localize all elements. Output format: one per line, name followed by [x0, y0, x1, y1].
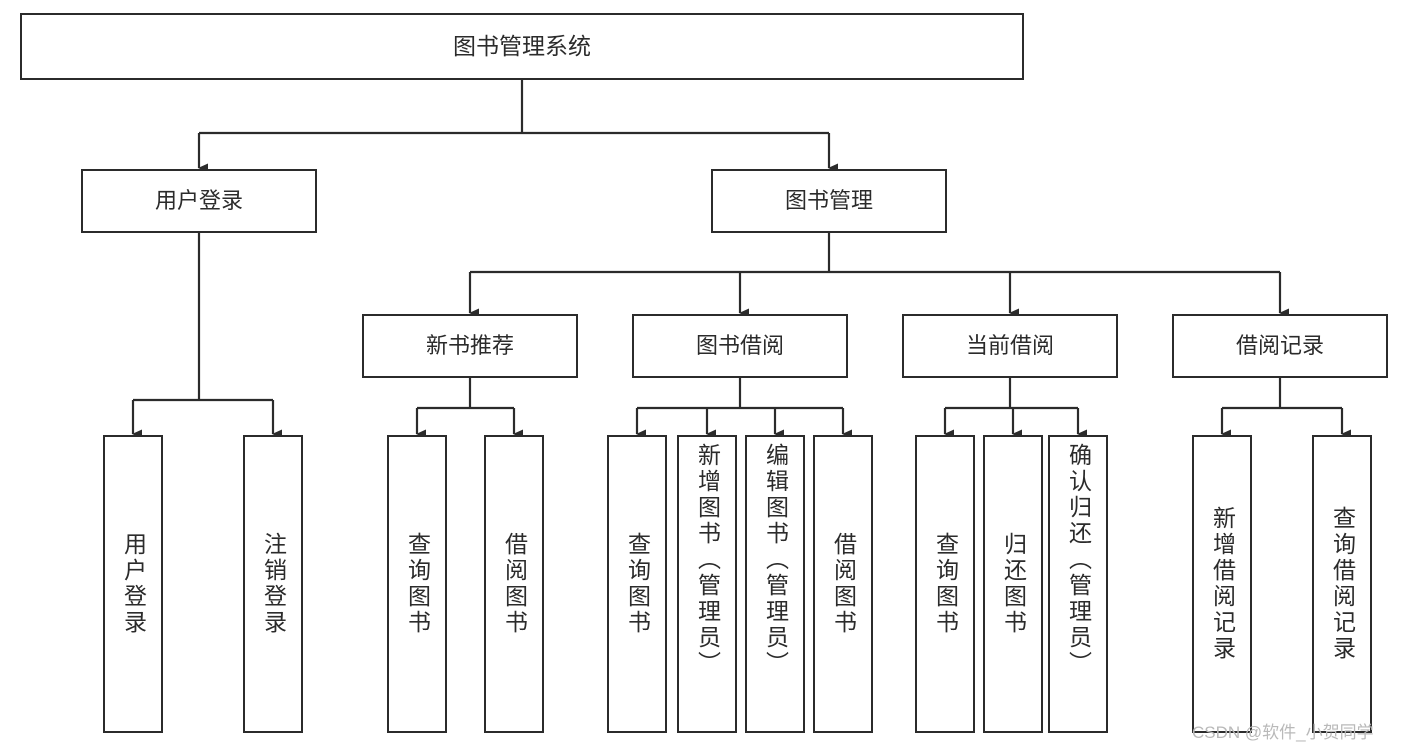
node-leaf-user-logout[interactable]: 注销登录 [243, 435, 303, 733]
node-label: 新增借阅记录 [1209, 506, 1236, 662]
node-label: 图书管理 [784, 188, 873, 214]
node-leaf-cur-return[interactable]: 归还图书 [983, 435, 1043, 733]
node-label: 借阅图书 [501, 532, 528, 636]
node-label: 查询借阅记录 [1329, 506, 1356, 662]
node-leaf-nb-query[interactable]: 查询图书 [387, 435, 447, 733]
node-label: 图书管理系统 [453, 32, 591, 59]
node-label: 用户登录 [120, 532, 147, 636]
node-label: 注销登录 [260, 532, 287, 636]
node-leaf-cur-confirm[interactable]: 确认归还（管理员） [1048, 435, 1108, 733]
node-label: 归还图书 [1000, 532, 1027, 636]
node-leaf-bo-lend[interactable]: 借阅图书 [813, 435, 873, 733]
node-leaf-rec-add[interactable]: 新增借阅记录 [1192, 435, 1252, 733]
node-label: 编辑图书（管理员） [762, 443, 789, 677]
node-root[interactable]: 图书管理系统 [20, 13, 1024, 80]
node-label: 用户登录 [154, 188, 243, 214]
connector-lines [131, 80, 1351, 439]
node-label: 图书借阅 [695, 333, 784, 359]
node-leaf-cur-query[interactable]: 查询图书 [915, 435, 975, 733]
node-newbook[interactable]: 新书推荐 [362, 314, 578, 378]
node-login[interactable]: 用户登录 [81, 169, 317, 233]
csdn-watermark: CSDN @软件_小贺同学 [1192, 723, 1374, 742]
node-label: 确认归还（管理员） [1065, 443, 1092, 677]
node-bookmgmt[interactable]: 图书管理 [711, 169, 947, 233]
node-borrow[interactable]: 图书借阅 [632, 314, 848, 378]
node-leaf-rec-query[interactable]: 查询借阅记录 [1312, 435, 1372, 733]
node-records[interactable]: 借阅记录 [1172, 314, 1388, 378]
node-label: 新增图书（管理员） [694, 443, 721, 677]
node-leaf-bo-query[interactable]: 查询图书 [607, 435, 667, 733]
node-leaf-bo-edit[interactable]: 编辑图书（管理员） [745, 435, 805, 733]
node-current[interactable]: 当前借阅 [902, 314, 1118, 378]
node-leaf-user-login[interactable]: 用户登录 [103, 435, 163, 733]
node-label: 借阅图书 [830, 532, 857, 636]
node-label: 查询图书 [624, 532, 651, 636]
node-leaf-bo-add[interactable]: 新增图书（管理员） [677, 435, 737, 733]
node-label: 借阅记录 [1235, 333, 1324, 359]
node-label: 新书推荐 [425, 333, 514, 359]
node-leaf-nb-borrow[interactable]: 借阅图书 [484, 435, 544, 733]
node-label: 查询图书 [932, 532, 959, 636]
node-label: 当前借阅 [965, 333, 1054, 359]
node-label: 查询图书 [404, 532, 431, 636]
